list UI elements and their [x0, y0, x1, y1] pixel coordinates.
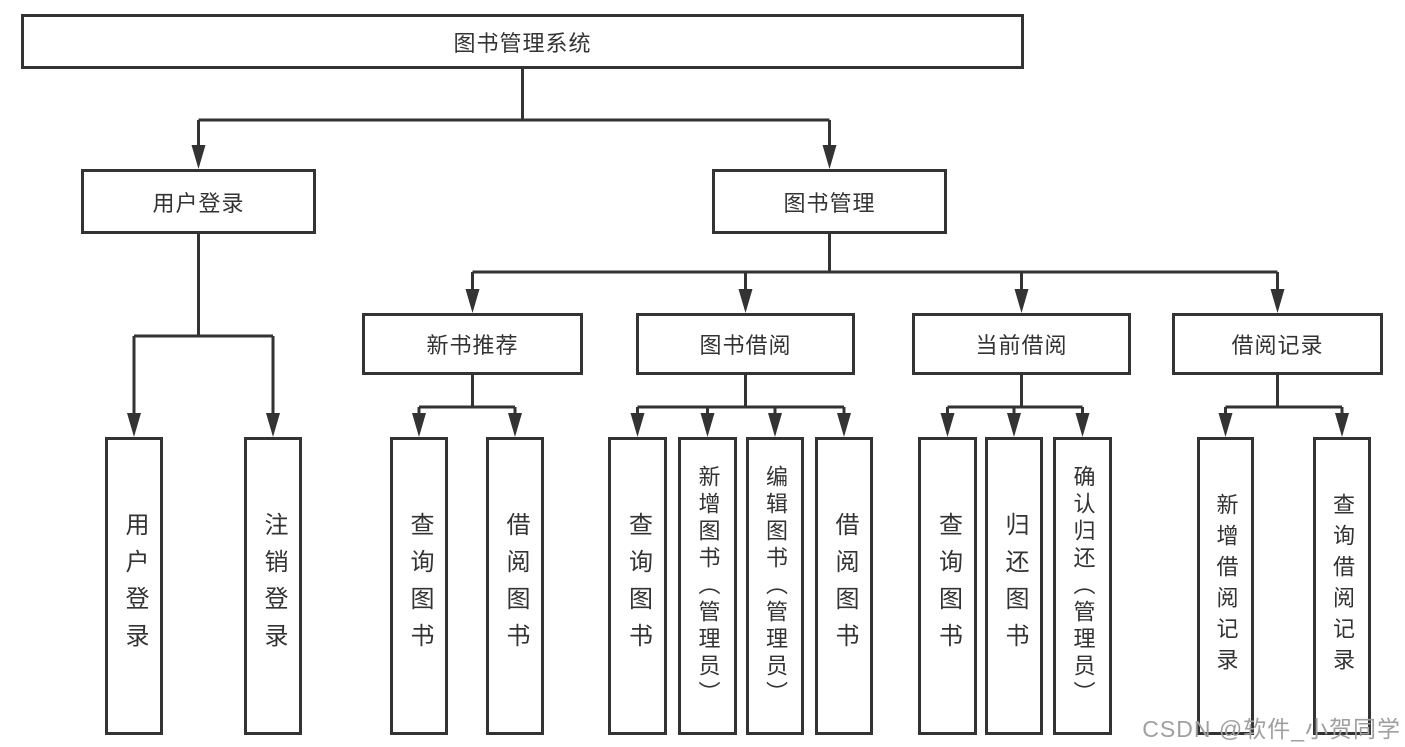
node-records-add-record-label: 新增借阅记录 — [1213, 493, 1239, 679]
node-records-add-record: 新增借阅记录 — [1197, 437, 1254, 735]
node-current-borrowing: 当前借阅 — [912, 313, 1131, 375]
node-current-borrowing-label: 当前借阅 — [975, 333, 1068, 358]
node-current-query-book: 查询图书 — [918, 437, 977, 735]
node-newbook-query-book-label: 查询图书 — [406, 512, 433, 660]
node-newbook-borrow-book: 借阅图书 — [486, 437, 544, 735]
node-records-query-record: 查询借阅记录 — [1313, 437, 1371, 735]
node-book-borrowing: 图书借阅 — [636, 313, 855, 375]
node-borrowing-records: 借阅记录 — [1172, 313, 1383, 375]
node-current-query-book-label: 查询图书 — [934, 512, 962, 660]
node-borrowing-add-book-admin-label: 新增图书（管理员） — [695, 464, 721, 708]
node-newbook-query-book: 查询图书 — [390, 437, 448, 735]
node-borrowing-edit-book-admin: 编辑图书（管理员） — [746, 437, 804, 735]
node-logout-leaf: 注销登录 — [244, 437, 302, 735]
csdn-watermark: CSDN @软件_小贺同学 — [1142, 716, 1401, 742]
node-library-management-system: 图书管理系统 — [21, 14, 1024, 69]
node-book-management: 图书管理 — [712, 169, 947, 234]
node-current-return-book-label: 归还图书 — [1001, 512, 1028, 660]
node-borrowing-records-label: 借阅记录 — [1231, 333, 1324, 358]
node-borrowing-borrow-book-label: 借阅图书 — [831, 512, 858, 660]
node-borrowing-query-book-label: 查询图书 — [624, 512, 652, 660]
node-current-return-book: 归还图书 — [985, 437, 1043, 735]
node-current-confirm-return-admin: 确认归还（管理员） — [1053, 437, 1112, 735]
node-new-book-recommend: 新书推荐 — [362, 313, 583, 375]
node-borrowing-edit-book-admin-label: 编辑图书（管理员） — [763, 464, 788, 708]
node-user-login-leaf: 用户登录 — [105, 437, 163, 735]
node-borrowing-query-book: 查询图书 — [608, 437, 667, 735]
connector-path — [132, 69, 1344, 415]
node-user-login: 用户登录 — [81, 169, 316, 234]
node-records-query-record-label: 查询借阅记录 — [1330, 493, 1355, 679]
node-book-borrowing-label: 图书借阅 — [699, 333, 792, 358]
node-borrowing-borrow-book: 借阅图书 — [815, 437, 873, 735]
node-user-login-leaf-label: 用户登录 — [121, 512, 148, 660]
node-logout-leaf-label: 注销登录 — [260, 512, 287, 660]
node-user-login-label: 用户登录 — [152, 190, 245, 216]
node-borrowing-add-book-admin: 新增图书（管理员） — [678, 437, 737, 735]
node-library-management-system-label: 图书管理系统 — [453, 30, 592, 56]
node-current-confirm-return-admin-label: 确认归还（管理员） — [1070, 464, 1096, 708]
node-newbook-borrow-book-label: 借阅图书 — [502, 512, 529, 660]
node-new-book-recommend-label: 新书推荐 — [426, 333, 519, 358]
node-book-management-label: 图书管理 — [783, 190, 876, 216]
